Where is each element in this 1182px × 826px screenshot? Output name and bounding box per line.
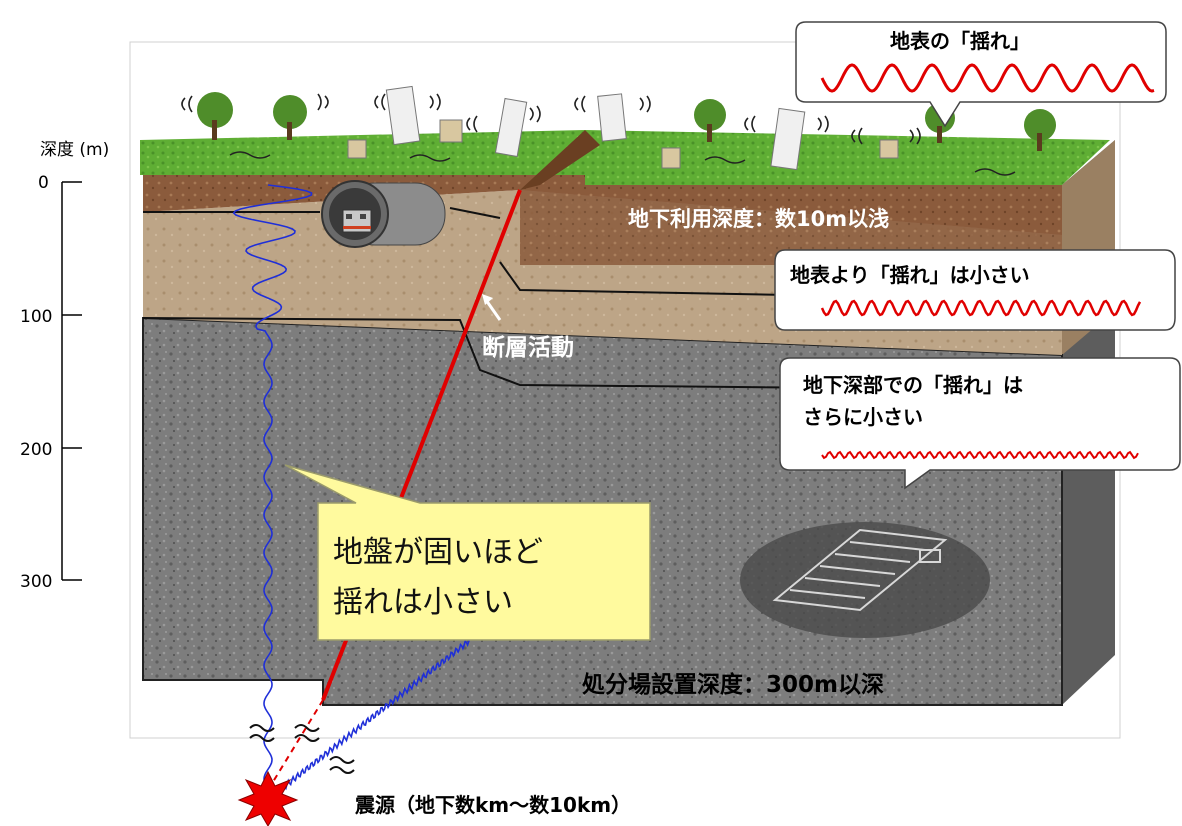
callout-surface-shaking: 地表の「揺れ」 — [795, 21, 1167, 128]
depth-axis-title: 深度 (m) — [40, 140, 109, 160]
fault-arrow — [484, 299, 502, 321]
break-marks — [249, 724, 355, 774]
surface-wave — [820, 63, 1155, 93]
callout-smaller-than-surface: 地表より「揺れ」は小さい — [774, 249, 1176, 331]
smaller-than-surface-label: 地表より「揺れ」は小さい — [790, 263, 1030, 287]
hypocenter-burst — [237, 770, 299, 826]
deep-shaking-line2: さらに小さい — [803, 405, 923, 429]
callout-hard-ground: 地盤が固いほど 揺れは小さい — [284, 464, 651, 641]
disposal-depth-label: 処分場設置深度：300m以深 — [582, 671, 884, 698]
depth-tick-300: 300 — [20, 572, 52, 592]
fault-activity-label: 断層活動 — [482, 334, 574, 361]
grass-surface-right — [585, 130, 1110, 185]
deep-wave — [821, 450, 1139, 460]
depth-tick-100: 100 — [20, 307, 52, 327]
surface-shaking-label: 地表の「揺れ」 — [890, 29, 1030, 53]
hard-ground-line2: 揺れは小さい — [333, 585, 513, 620]
hypocenter-label: 震源（地下数km～数10km） — [355, 793, 631, 817]
trees — [197, 92, 1056, 151]
depth-tick-0: 0 — [38, 173, 49, 193]
seismic-wave-vertical — [232, 184, 313, 790]
depth-axis — [61, 181, 82, 581]
shake-marks — [181, 93, 921, 145]
buildings — [347, 85, 899, 171]
hard-ground-line1: 地盤が固いほど — [333, 535, 543, 570]
tunnel — [321, 180, 446, 248]
deep-shaking-line1: 地下深部での「揺れ」は — [803, 373, 1023, 397]
seismic-wave-diagonal — [279, 636, 471, 795]
callout-deep-shaking: 地下深部での「揺れ」は さらに小さい — [779, 357, 1181, 490]
disposal-facility — [740, 522, 990, 638]
depth-tick-200: 200 — [20, 440, 52, 460]
mid-wave — [820, 299, 1142, 317]
layer-boundaries — [142, 207, 1063, 391]
underground-use-depth-label: 地下利用深度：数10m以浅 — [628, 207, 889, 231]
